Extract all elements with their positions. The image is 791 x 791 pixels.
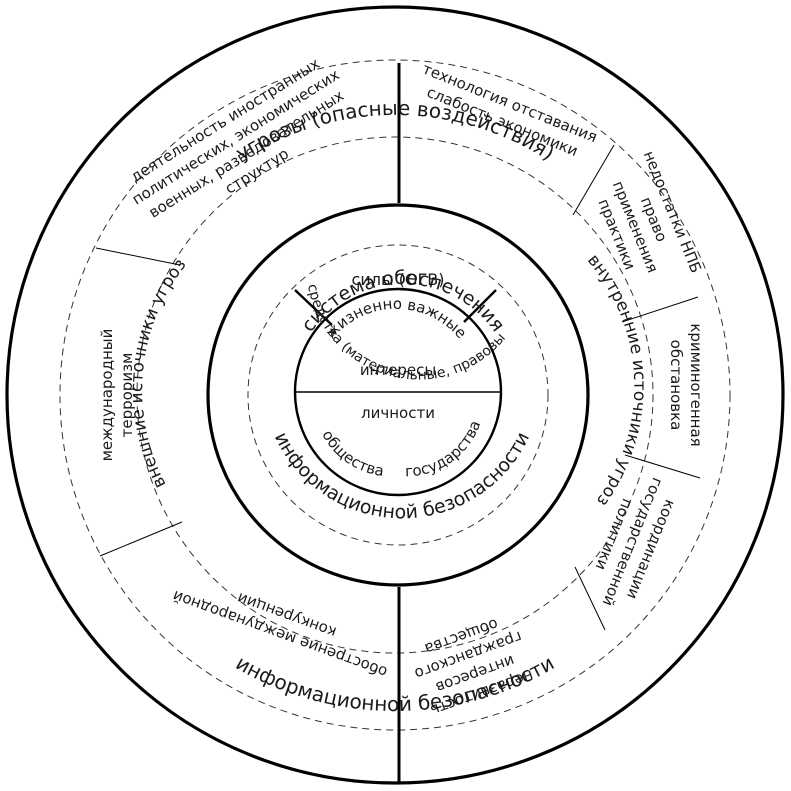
- core-interests-label: интересы: [360, 361, 436, 379]
- threat-line: терроризм: [118, 353, 136, 438]
- sector-divider: [624, 454, 701, 479]
- system-ring: [206, 203, 590, 587]
- means-label: средства (материальные, правовые, технол…: [0, 0, 509, 384]
- threat-line: международный: [98, 329, 116, 462]
- threat-terrorism: международный терроризм: [98, 329, 136, 462]
- threat-line: обстановка: [667, 340, 685, 431]
- threat-criminogenic: криминогенная обстановка: [667, 323, 705, 446]
- threat-state-policy: координации государственной политики: [592, 475, 680, 609]
- threat-competition: обострение международной конкуренции: [170, 587, 389, 682]
- outer-ring: [5, 5, 785, 785]
- internal-sources-label: внутренние источники угроз: [583, 250, 649, 509]
- core-state-label: государства: [405, 418, 485, 480]
- threat-line: криминогенная: [687, 323, 705, 446]
- sector-divider: [621, 296, 699, 323]
- spoke-right: [463, 289, 497, 323]
- core-circle: [293, 287, 503, 497]
- threat-line: обострение международной: [170, 587, 389, 682]
- spoke-left: [294, 289, 333, 326]
- core-society-label: общества: [318, 427, 385, 480]
- sector-divider: [574, 566, 606, 631]
- sector-divider: [99, 521, 183, 557]
- forces-label: силы (ОГВ): [352, 270, 445, 289]
- sector-divider: [95, 247, 181, 266]
- sector-divider: [572, 144, 615, 216]
- outer-dashed-ring: [59, 59, 731, 731]
- middle-dashed-ring: [136, 136, 654, 654]
- core-personal-label: личности: [361, 404, 435, 422]
- means-dashed-ring: [247, 244, 549, 546]
- external-sources-label: внешние источники угроз: [127, 255, 190, 491]
